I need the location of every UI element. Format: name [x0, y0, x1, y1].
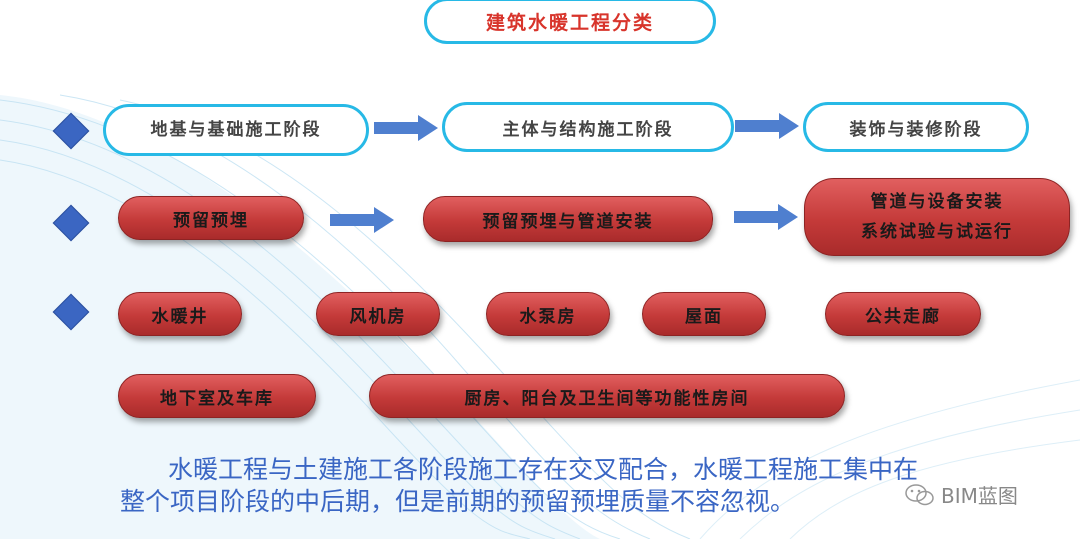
- pill-line-1: 管道与设备安装: [870, 192, 1004, 212]
- watermark: BIM蓝图: [905, 480, 1018, 509]
- pill-pre-embedding: 预留预埋: [118, 196, 304, 240]
- stage-structure: 主体与结构施工阶段: [442, 102, 734, 152]
- page-title: 建筑水暖工程分类: [424, 0, 716, 44]
- pill-embedding-pipe-install: 预留预埋与管道安装: [423, 196, 713, 242]
- pill-line-2: 系统试验与试运行: [861, 222, 1013, 242]
- pill-functional-rooms: 厨房、阳台及卫生间等功能性房间: [369, 374, 845, 418]
- caption-text: 水暖工程与土建施工各阶段施工存在交叉配合，水暖工程施工集中在 整个项目阶段的中后…: [120, 454, 1010, 518]
- caption-line-1: 水暖工程与土建施工各阶段施工存在交叉配合，水暖工程施工集中在: [168, 455, 919, 484]
- arrow-right-icon: [330, 207, 394, 233]
- wechat-icon: [905, 483, 934, 505]
- pill-hvac-shaft: 水暖井: [118, 292, 242, 336]
- pill-roof: 屋面: [642, 292, 766, 336]
- arrow-right-icon: [734, 204, 798, 230]
- stage-decoration: 装饰与装修阶段: [803, 102, 1029, 152]
- pill-fan-room: 风机房: [316, 292, 440, 336]
- watermark-text: BIM蓝图: [941, 484, 1018, 508]
- pill-public-corridor: 公共走廊: [825, 292, 981, 336]
- pill-equipment-install-test: 管道与设备安装 系统试验与试运行: [804, 178, 1070, 256]
- arrow-right-icon: [735, 113, 799, 139]
- caption-line-2: 整个项目阶段的中后期，但是前期的预留预埋质量不容忽视。: [120, 487, 796, 516]
- pill-pump-room: 水泵房: [486, 292, 610, 336]
- stage-foundation: 地基与基础施工阶段: [103, 104, 369, 156]
- arrow-right-icon: [374, 115, 438, 141]
- pill-basement-garage: 地下室及车库: [118, 374, 316, 418]
